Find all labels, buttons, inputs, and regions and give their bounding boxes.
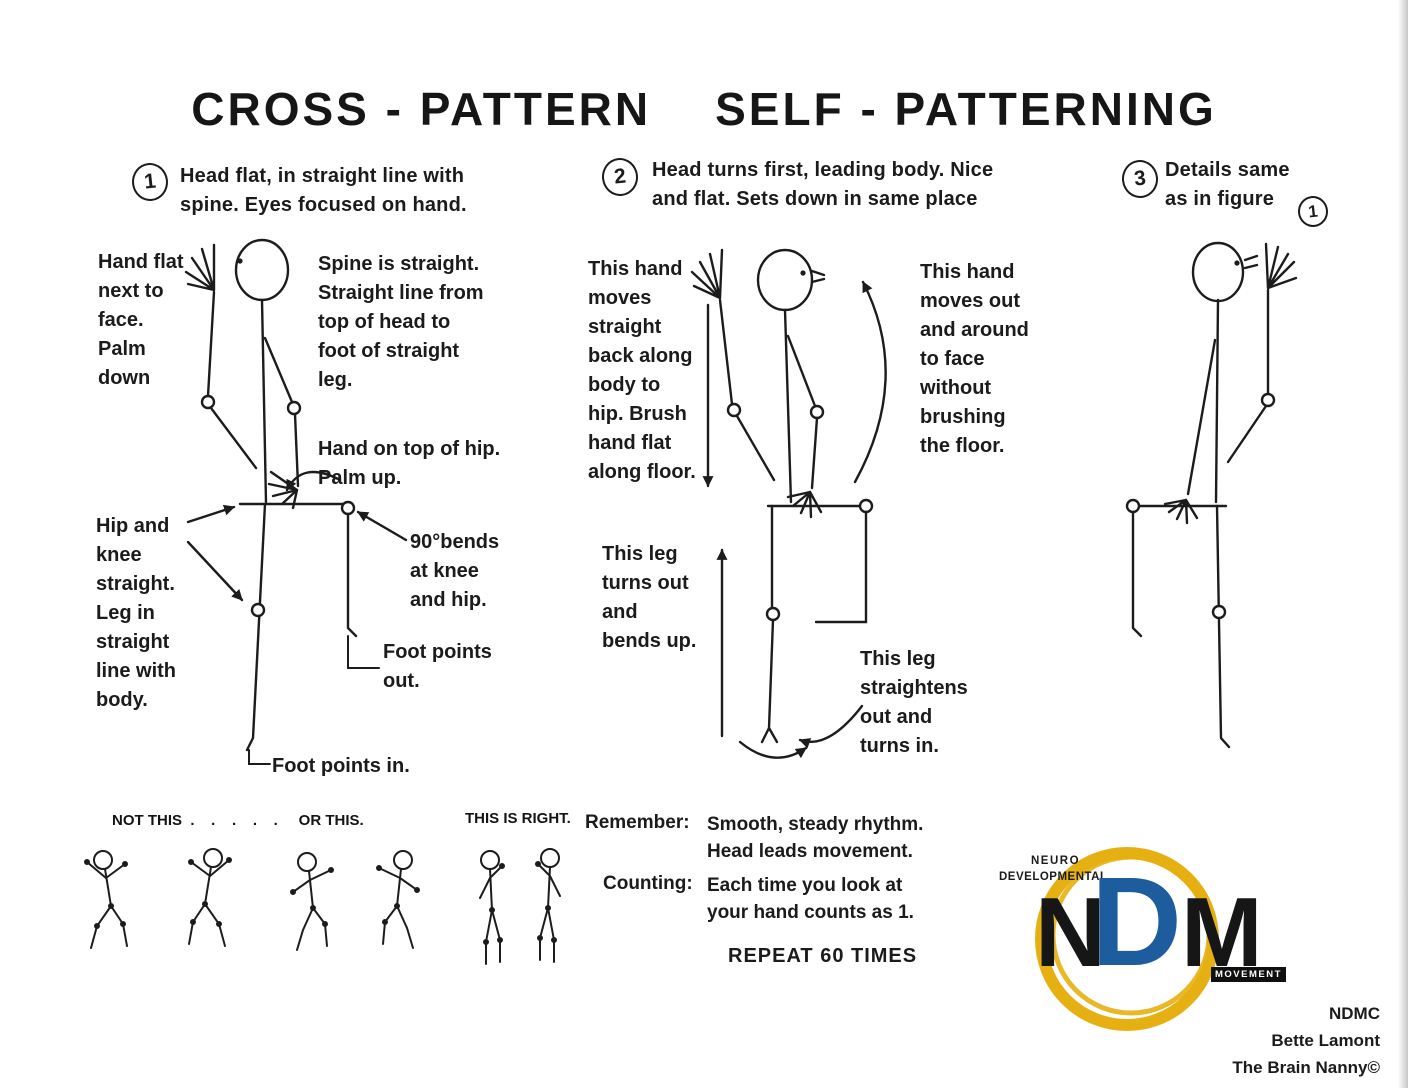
logo-letter-m: M [1181, 877, 1263, 987]
counting-text: Each time you look at your hand counts a… [707, 875, 914, 923]
title-left: CROSS - PATTERN [191, 83, 652, 135]
wrong-examples-label: NOT THIS . . . . . OR THIS. [112, 812, 364, 829]
instructions-block: Remember: Smooth, steady rhythm. Head le… [585, 812, 955, 934]
figure1-annotation-hand-flat: Hand flat next to face. Palm down [98, 251, 184, 389]
figure2-annotation-hand-back: This hand moves straight back along body… [588, 258, 696, 483]
page-title: CROSS - PATTERN SELF - PATTERNING [0, 82, 1408, 136]
credit-bette-lamont: Bette Lamont [1271, 1031, 1380, 1050]
figure1-annotation-90-bends: 90°bends at knee and hip. [410, 531, 500, 611]
scan-edge-artifact [1398, 0, 1408, 1088]
credit-ndmc: NDMC [1329, 1004, 1380, 1023]
figure1-heading: Head flat, in straight line with spine. … [180, 165, 467, 216]
remember-text: Smooth, steady rhythm. Head leads moveme… [707, 814, 924, 862]
logo-developmental-text: DEVELOPMENTAL [999, 871, 1108, 883]
figure1-annotation-foot-in: Foot points in. [272, 755, 410, 777]
figure3-heading: Details same as in figure [1165, 159, 1290, 210]
right-example-label: THIS IS RIGHT. [465, 810, 571, 827]
example-figure-pair-not-this [84, 848, 232, 949]
title-right: SELF - PATTERNING [715, 83, 1217, 135]
figure2-annotation-hand-around: This hand moves out and around to face w… [920, 261, 1029, 457]
figure2-heading: Head turns first, leading body. Nice and… [652, 159, 994, 210]
figure2-annotation-leg-straight: This leg straightens out and turns in. [860, 648, 968, 757]
figure1-annotation-spine: Spine is straight. Straight line from to… [318, 253, 484, 391]
remember-row: Remember: Smooth, steady rhythm. Head le… [585, 812, 955, 865]
logo-letter-d: D [1091, 851, 1182, 992]
figure1-annotation-hip-knee: Hip and knee straight. Leg in straight l… [96, 515, 176, 711]
example-figure-pair-or-this [290, 850, 420, 951]
example-figure-pair-this-is-right [479, 848, 561, 965]
logo-neuro-text: NEURO [1031, 855, 1081, 867]
figure3-stick-figure-drawing [1125, 241, 1298, 749]
counting-row: Counting: Each time you look at your han… [585, 873, 955, 926]
logo-movement-text: MOVEMENT [1211, 967, 1286, 982]
ndm-logo: NEURO DEVELOPMENTAL N D M MOVEMENT [985, 835, 1315, 1040]
figure1-stick-figure-drawing [184, 238, 408, 765]
figure2-annotation-leg-up: This leg turns out and bends up. [602, 543, 697, 652]
figure1-annotation-hand-on-hip: Hand on top of hip. Palm up. [318, 438, 501, 489]
figure2-stick-figure-drawing [690, 248, 887, 759]
ndm-logo-ring [1035, 847, 1219, 1031]
repeat-60-times-text: REPEAT 60 TIMES [728, 945, 918, 967]
logo-letter-n: N [1035, 877, 1106, 987]
counting-label: Counting: [603, 873, 693, 895]
credits-block: NDMC Bette Lamont The Brain Nanny© [1130, 1000, 1380, 1081]
credit-brain-nanny: The Brain Nanny© [1232, 1058, 1380, 1077]
remember-label: Remember: [585, 812, 690, 833]
figure1-annotation-foot-out: Foot points out. [383, 641, 492, 692]
